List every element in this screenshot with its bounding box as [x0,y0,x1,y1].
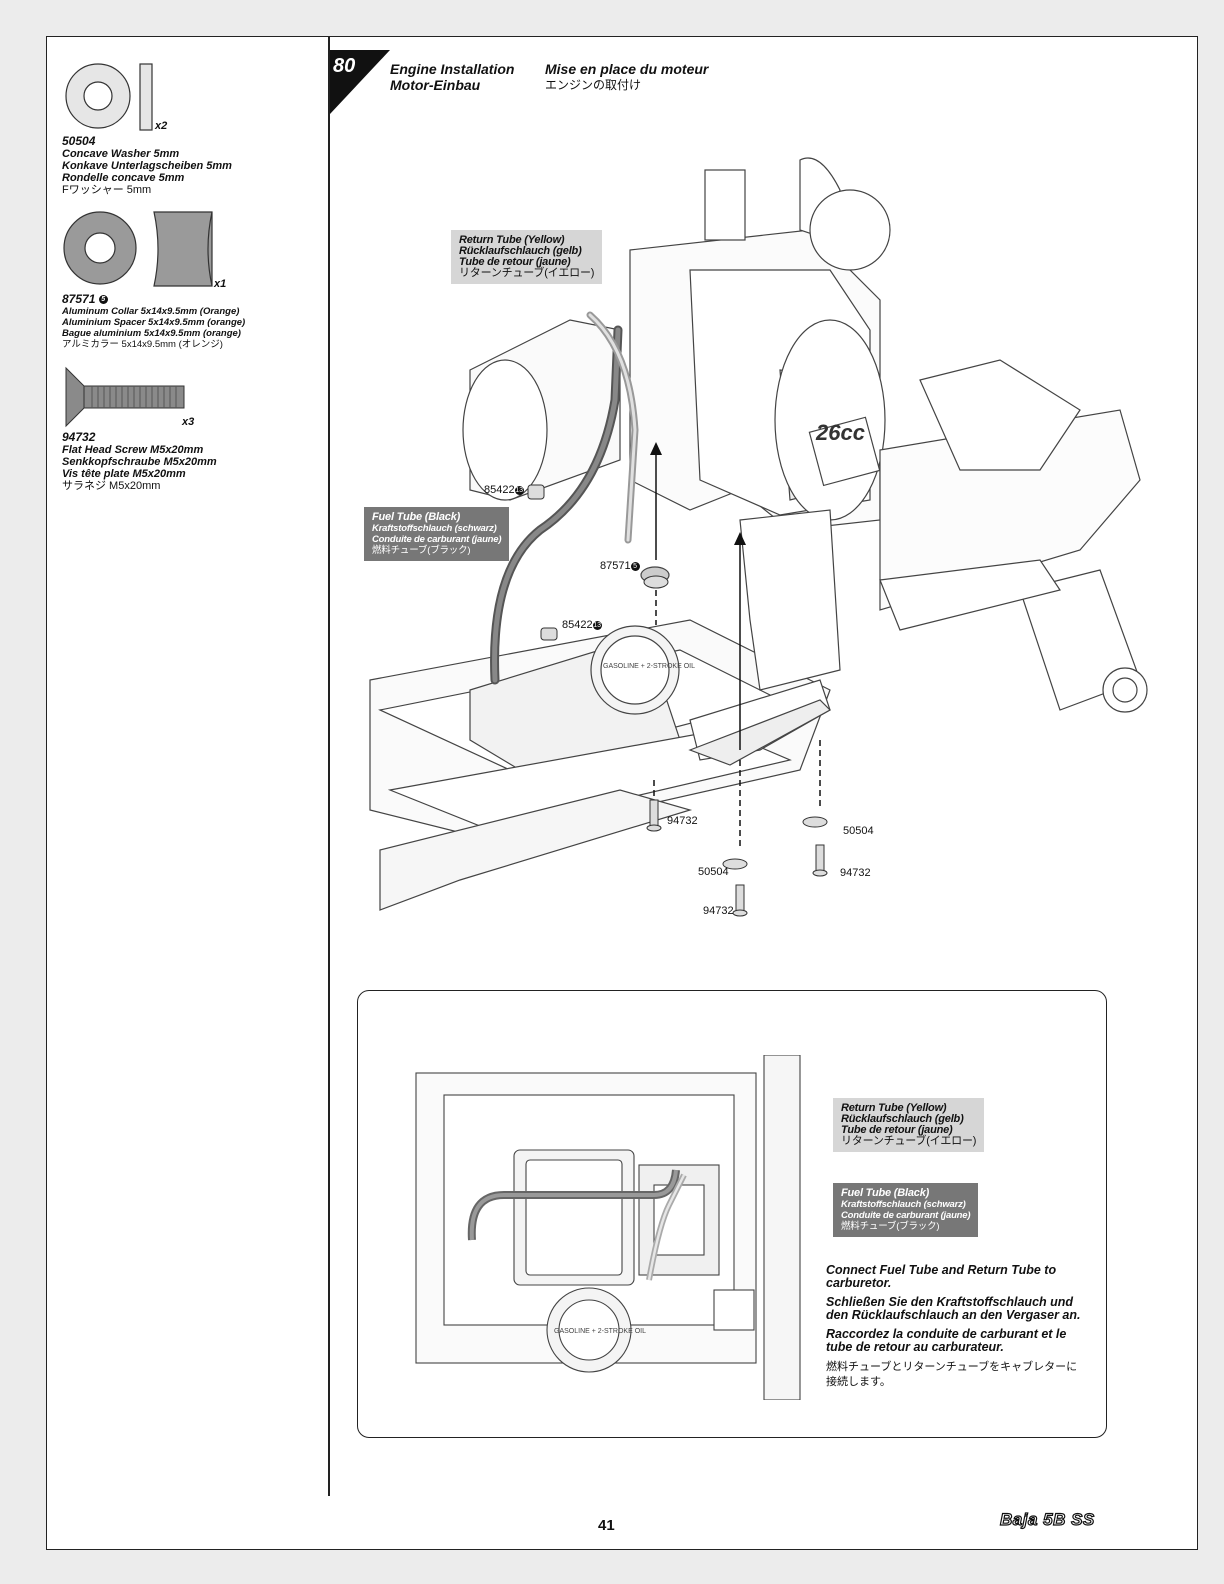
callout-en: Return Tube (Yellow) [841,1102,947,1114]
callout-fr: Conduite de carburant (jaune) [841,1210,971,1221]
instructions: Connect Fuel Tube and Return Tube to car… [826,1264,1086,1396]
callout-en: Return Tube (Yellow) [459,234,565,246]
part-name-jp: Fワッシャー 5mm [62,184,152,196]
flat-head-screw-icon [65,366,185,428]
part-name-de: Aluminium Spacer 5x14x9.5mm (orange) [62,317,246,328]
callout-fr: Tube de retour (jaune) [841,1124,953,1136]
part-number: 94732 [62,430,96,444]
return-tube-callout: Return Tube (Yellow) Rücklaufschlauch (g… [451,230,603,284]
gas-cap-text: GASOLINE + 2-STROKE OIL [603,663,695,670]
part-name-jp: サラネジ M5x20mm [62,480,161,492]
part-name-fr: Bague aluminium 5x14x9.5mm (orange) [62,328,241,339]
callout-en: Fuel Tube (Black) [372,511,461,523]
step-title-en: Engine Installation [390,61,515,77]
callout-jp: リターンチューブ(イエロー) [841,1135,977,1147]
concave-washer-icon [65,63,153,131]
part-number: 87571 [62,292,96,306]
part-name-en: Flat Head Screw M5x20mm [62,444,204,456]
clip-label: 8542213 [562,619,602,631]
clip-number: 85422 [484,484,515,496]
callout-jp: 燃料チューブ(ブラック) [841,1221,940,1232]
detail-gas-cap-text: GASOLINE + 2-STROKE OIL [554,1328,646,1335]
engine-assembly-illustration: 26cc GASOLINE + 2-STROKE OIL [369,157,1148,917]
page-number: 41 [598,1517,615,1534]
washer-center-label: 50504 [698,866,729,878]
part-name-de: Konkave Unterlagscheiben 5mm [62,160,232,172]
part-qty: x1 [214,278,227,290]
fuel-tube-callout-detail: Fuel Tube (Black) Kraftstoffschlauch (sc… [833,1183,979,1237]
aluminum-collar-icon [63,211,213,287]
part-qty: x3 [182,416,195,428]
instruction-fr: Raccordez la conduite de carburant et le… [826,1327,1067,1354]
callout-jp: 燃料チューブ(ブラック) [372,545,471,556]
color-badge: 5 [98,295,108,305]
part-qty: x2 [155,120,168,132]
part-87571: 87571 5 Aluminum Collar 5x14x9.5mm (Oran… [62,292,322,350]
part-name-en: Aluminum Collar 5x14x9.5mm (Orange) [62,306,240,317]
screw-left-label: 94732 [667,815,698,827]
step-title-jp: エンジンの取付け [545,78,642,92]
clip-number: 85422 [562,619,593,631]
brand-logo: Baja 5B SS [999,1509,1095,1529]
part-name-fr: Rondelle concave 5mm [62,172,185,184]
instruction-en: Connect Fuel Tube and Return Tube to car… [826,1263,1057,1290]
screw-right-label: 94732 [840,867,871,879]
engine-badge: 26cc [815,420,865,445]
part-number: 50504 [62,134,96,148]
part-50504: 50504 Concave Washer 5mm Konkave Unterla… [62,134,322,196]
step-flag [330,50,390,114]
callout-en: Fuel Tube (Black) [841,1187,930,1199]
carburetor-detail-illustration: GASOLINE + 2-STROKE OIL [415,1055,801,1400]
callout-fr: Tube de retour (jaune) [459,256,571,268]
clip-label: 8542213 [484,484,524,496]
column-divider [328,36,330,1496]
callout-jp: リターンチューブ(イエロー) [459,267,595,279]
callout-de: Kraftstoffschlauch (schwarz) [372,523,497,534]
part-name-de: Senkkopfschraube M5x20mm [62,456,217,468]
part-name-fr: Vis tête plate M5x20mm [62,468,186,480]
step-title-de: Motor-Einbau [390,77,481,93]
fuel-tube-callout: Fuel Tube (Black) Kraftstoffschlauch (sc… [364,507,510,561]
instruction-de: Schließen Sie den Kraftstoffschlauch und… [826,1295,1081,1322]
instruction-jp: 燃料チューブとリターンチューブをキャブレターに接続します。 [826,1361,1078,1388]
washer-right-label: 50504 [843,825,874,837]
clip-badge: 13 [592,620,602,630]
callout-de: Rücklaufschlauch (gelb) [459,245,582,257]
step-title-fr: Mise en place du moteur [545,61,709,77]
clip-badge: 13 [514,485,524,495]
part-94732: 94732 Flat Head Screw M5x20mm Senkkopfsc… [62,430,322,492]
callout-de: Rücklaufschlauch (gelb) [841,1113,964,1125]
screw-center-label: 94732 [703,905,734,917]
part-name-jp: アルミカラー 5x14x9.5mm (オレンジ) [62,339,223,350]
part-name-en: Concave Washer 5mm [62,148,180,160]
spacer-badge: 5 [630,561,640,571]
spacer-number: 87571 [600,560,631,572]
callout-fr: Conduite de carburant (jaune) [372,534,502,545]
step-number: 80 [333,55,356,77]
callout-de: Kraftstoffschlauch (schwarz) [841,1199,966,1210]
return-tube-callout-detail: Return Tube (Yellow) Rücklaufschlauch (g… [833,1098,985,1152]
